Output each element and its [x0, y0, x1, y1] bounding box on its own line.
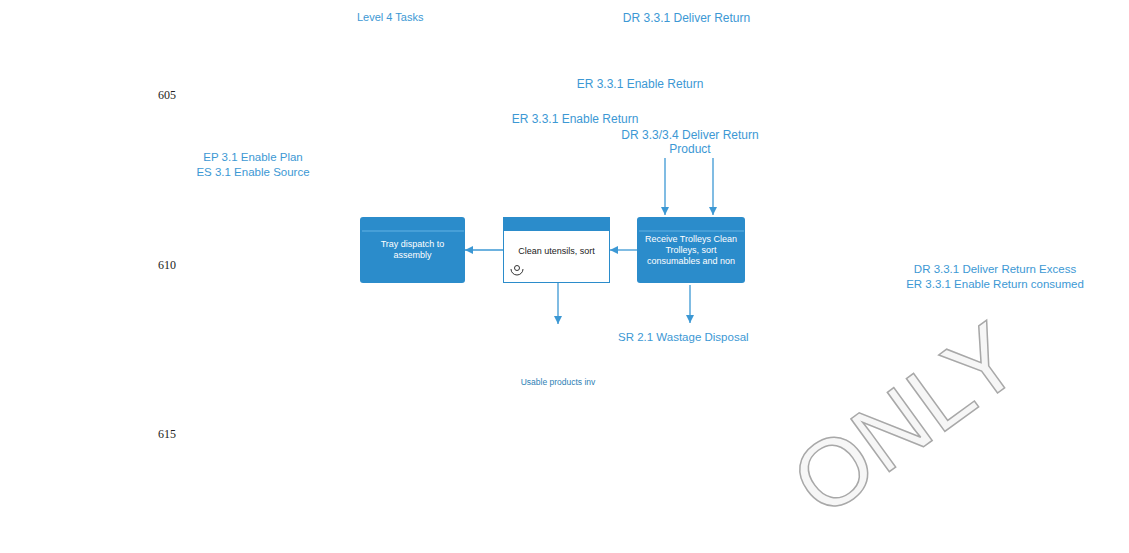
cleaning-symbol [511, 266, 523, 276]
line-number: 610 [158, 258, 176, 272]
watermark: ONLY [776, 307, 1035, 532]
process-box: Clean utensils, sort [503, 217, 610, 283]
header-line [362, 231, 464, 232]
process-label: ES 3.1 Enable Source [173, 165, 333, 179]
flow-arrow [465, 249, 503, 250]
box-text: Receive Trolleys Clean Trolleys, sort co… [641, 234, 741, 267]
flow-arrow [557, 283, 558, 324]
page-title: DR 3.3.1 Deliver Return [520, 5, 853, 25]
inventory-triangle: Usable products inv [510, 323, 606, 395]
header-line [639, 231, 744, 232]
flow-arrow [610, 249, 637, 250]
process-box: Tray dispatch to assembly [360, 217, 465, 283]
leader-line [250, 250, 341, 421]
process-frame: ER 3.3.1 Enable ReturnTray dispatch to a… [342, 105, 808, 388]
input-arrow [664, 158, 665, 215]
page-outline [470, 50, 822, 372]
line-number: 605 [158, 88, 176, 102]
truck-icon [862, 193, 1004, 244]
trolley-photo [1022, 5, 1122, 150]
box-text: Clean utensils, sort [518, 246, 595, 257]
process-label: SR 2.1 Wastage Disposal [618, 330, 749, 344]
process-label: DR 3.3/3.4 Deliver Return Product [612, 128, 768, 156]
box-text: Usable products inv [510, 323, 606, 387]
page-title: ER 3.3.1 Enable Return [342, 105, 808, 126]
process-label: DR 3.3.1 Deliver Return Excess [895, 262, 1095, 276]
process-label: ER 3.3.1 Enable Return consumed [895, 277, 1095, 291]
machine-photo [158, 425, 364, 553]
process-label: EP 3.1 Enable Plan [173, 150, 333, 164]
triangle-symbol [510, 323, 606, 373]
level-label: Level 4 Tasks [357, 10, 423, 24]
page-title: ER 3.3.1 Enable Return [470, 50, 822, 91]
box-text: Tray dispatch to assembly [364, 239, 461, 261]
line-number: 615 [158, 427, 176, 441]
process-box: Receive Trolleys Clean Trolleys, sort co… [637, 217, 745, 283]
output-arrow [689, 285, 690, 323]
input-arrow [712, 158, 713, 215]
stacked-page: ER 3.3.1 Enable Return [470, 50, 822, 372]
